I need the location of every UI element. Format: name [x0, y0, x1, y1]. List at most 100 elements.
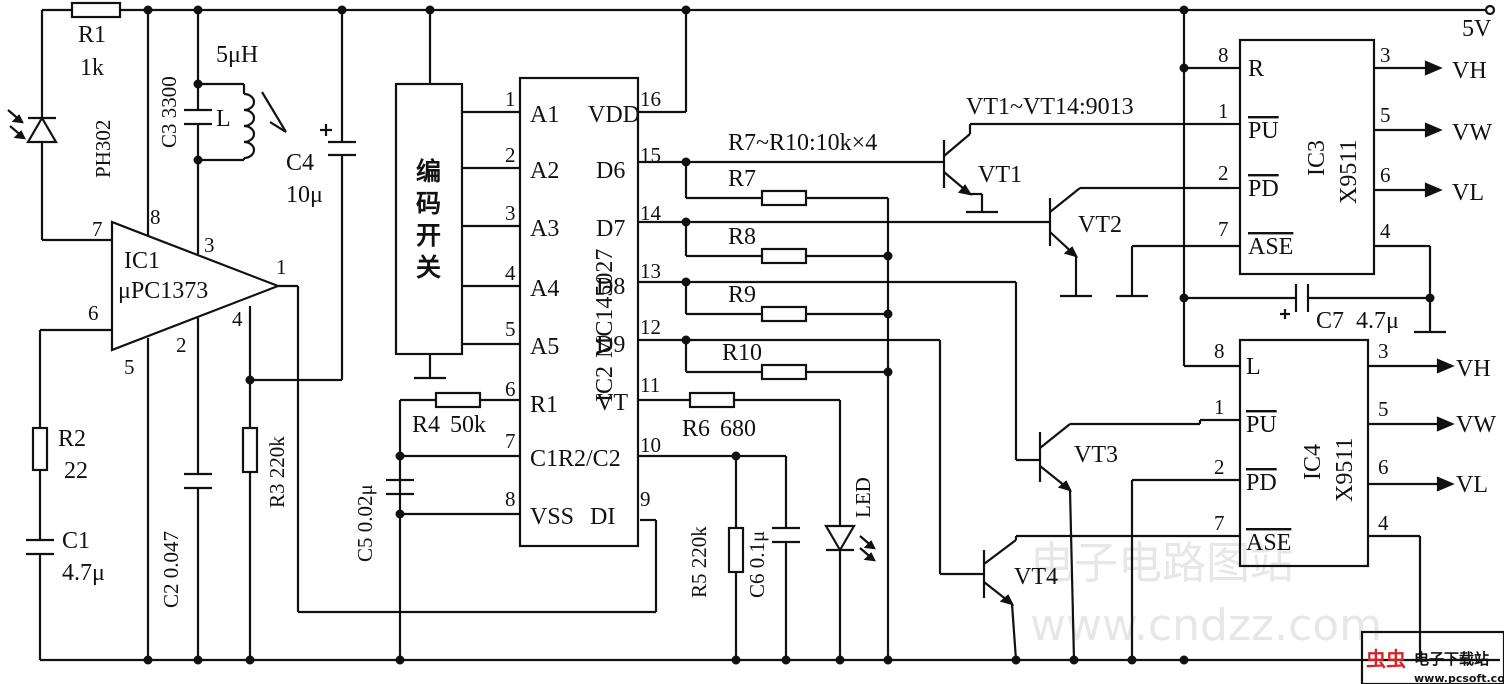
resistor-r2 [31, 426, 49, 540]
l-value: 5μH [216, 42, 258, 68]
ic2-pin13-label: D8 [596, 274, 625, 300]
led-label: LED [851, 477, 875, 518]
ic2-pin2-label: A2 [530, 158, 559, 184]
logo-brand: 电子下载站 [1414, 650, 1489, 668]
ic2-pin4-label: A4 [530, 276, 559, 302]
ic2-pin6: 6 [505, 377, 516, 401]
ic2-pin3: 3 [505, 201, 516, 225]
resistor-r1 [70, 1, 122, 19]
resistor-r8 [760, 247, 888, 265]
c6-label: C6 0.1μ [745, 531, 769, 598]
c2-label: C2 0.047 [159, 531, 183, 608]
ic1-pin2: 2 [176, 333, 187, 357]
transistor-vt1 [942, 122, 1224, 214]
ic3-pin5: 5 [1380, 103, 1391, 127]
power-rail-top [42, 4, 1496, 16]
ic3-pin2: 2 [1218, 161, 1229, 185]
ic1-pin7: 7 [92, 217, 103, 241]
capacitor-c7 [1184, 284, 1430, 319]
ic2-pin5-label: A5 [530, 334, 559, 360]
resistor-r3 [241, 426, 259, 660]
switch-char-4: 关 [416, 253, 441, 282]
ic4-part: X9511 [1332, 438, 1358, 502]
ic3-pin6: 6 [1380, 163, 1391, 187]
logo-url: www.pcsoft.com [1414, 672, 1504, 684]
led [824, 524, 876, 660]
switch-char-2: 码 [416, 189, 441, 218]
ic4-pin1-label: PU [1246, 412, 1277, 438]
c1-name: C1 [62, 528, 90, 554]
ic3-pin1: 1 [1218, 99, 1229, 123]
ic2-pin11: 11 [640, 373, 660, 397]
ic2-pin12-label: D9 [596, 332, 625, 358]
ic3-vh: VH [1452, 58, 1487, 84]
encoder-switch [394, 10, 520, 380]
resistor-r6 [638, 391, 842, 526]
r1-value: 1k [80, 55, 104, 81]
ic1-pin5: 5 [124, 355, 135, 379]
ic3-pin7: 7 [1218, 217, 1229, 241]
ic2-pin15: 15 [640, 143, 661, 167]
ic2-pin14-label: D7 [596, 216, 625, 242]
ic2-pin16: 16 [640, 87, 661, 111]
r2-value: 22 [64, 458, 88, 484]
r3-label: R3 220k [265, 436, 289, 508]
ic4-pin1: 1 [1214, 395, 1225, 419]
c3-label: C3 3300 [157, 76, 181, 148]
ic4-pin6: 6 [1378, 455, 1389, 479]
ic2-pin13: 13 [640, 259, 661, 283]
ic2-pin5: 5 [505, 317, 516, 341]
ic2-pin2: 2 [505, 143, 516, 167]
ic2-pin6-label: R1 [530, 392, 558, 418]
ic2-pin4: 4 [505, 261, 516, 285]
ic1-pin8: 8 [150, 205, 161, 229]
site-logo: 虫虫 电子下载站 www.pcsoft.com [1360, 630, 1504, 684]
r8-name: R8 [728, 224, 756, 250]
ic2-pin15-label: D6 [596, 158, 625, 184]
ic2-pin9-label: DI [590, 504, 615, 530]
ic3-part: X9511 [1336, 140, 1362, 204]
c4-value: 10μ [286, 182, 323, 208]
ic1-pin6: 6 [88, 301, 99, 325]
ic2-pin12: 12 [640, 315, 661, 339]
resistor-r9 [760, 305, 888, 323]
resistor-r10 [760, 363, 888, 381]
r7-name: R7 [728, 166, 756, 192]
ic1-pin1: 1 [276, 255, 287, 279]
c1-value: 4.7μ [62, 560, 105, 586]
ic1-name: IC1 [124, 248, 160, 274]
capacitor-c2 [184, 472, 212, 660]
supply-label: 5V [1462, 16, 1492, 42]
vt4-label: VT4 [1014, 564, 1058, 590]
ic3-pin8: 8 [1218, 43, 1229, 67]
vt2-label: VT2 [1078, 212, 1122, 238]
ic3-pin1-label: PU [1248, 118, 1279, 144]
transistor-note: VT1~VT14:9013 [966, 94, 1134, 120]
ic2-decoder [518, 10, 688, 548]
transistor-vt3 [1038, 420, 1202, 661]
ic3-name: IC3 [1304, 140, 1330, 176]
ic2-pin11-label: VT [596, 390, 628, 416]
switch-char-3: 开 [416, 221, 441, 250]
ic2-pin10: 10 [640, 433, 661, 457]
ic3-pin3: 3 [1380, 43, 1391, 67]
logo-mark: 虫虫 [1366, 647, 1406, 671]
ic4-vw: VW [1456, 412, 1496, 438]
ic3-vl: VL [1452, 180, 1484, 206]
ic3-pin2-label: PD [1248, 176, 1279, 202]
resistor-r4 [398, 391, 520, 660]
ic4-vl: VL [1456, 472, 1488, 498]
ic4-pin7: 7 [1214, 511, 1225, 535]
r10-name: R10 [722, 340, 762, 366]
capacitor-c1 [26, 538, 54, 660]
ic4-pin2: 2 [1214, 455, 1225, 479]
ic3-pin8-label: R [1248, 56, 1264, 82]
ic4-vh: VH [1456, 356, 1491, 382]
photodiode-label: PH302 [91, 120, 115, 178]
ic3-pin4: 4 [1380, 219, 1391, 243]
ic1-amplifier [38, 10, 658, 660]
watermark: 电子电路图站 www.cndzz.com [1030, 538, 1382, 651]
